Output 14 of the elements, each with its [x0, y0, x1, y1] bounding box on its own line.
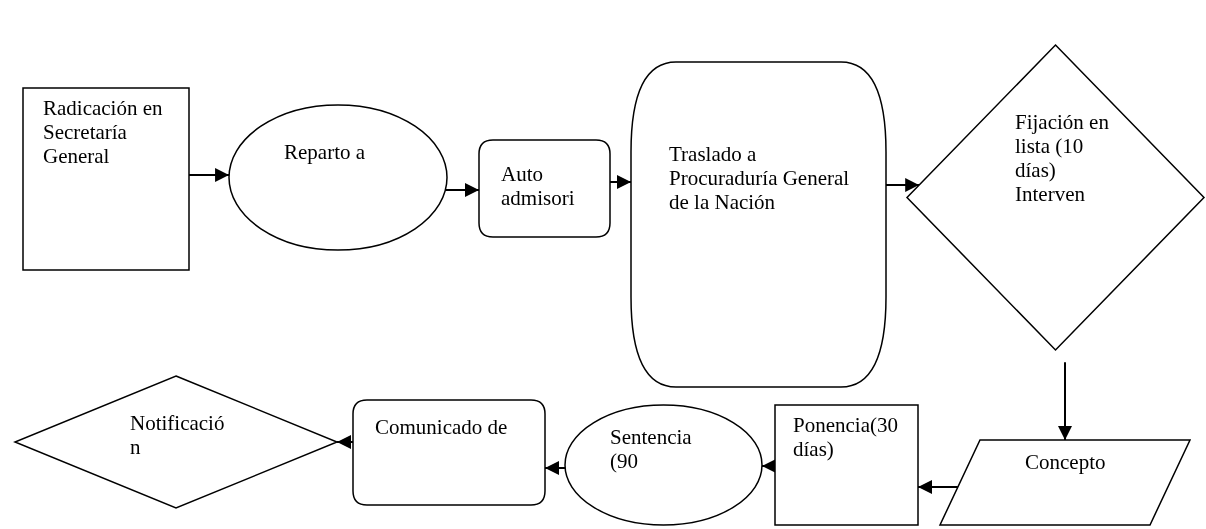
node-text: Reparto a [284, 140, 367, 165]
node-text: Auto admisori [501, 162, 576, 211]
node-text: Comunicado de [375, 415, 509, 440]
arrow [1058, 361, 1072, 441]
arrow [336, 435, 354, 449]
node-text: Sentencia (90 [610, 425, 693, 474]
node-text: Ponencia(30 días) [793, 413, 899, 462]
node-text: Radicación en Secretaría General [43, 96, 164, 169]
node-text: Notificación [130, 411, 226, 460]
arrow [444, 183, 480, 197]
node-text: Concepto [1025, 450, 1107, 475]
arrow [761, 459, 776, 473]
node-text: Fijación en lista (10 días) Interven [1015, 110, 1110, 207]
node-text: Traslado a Procuraduría General de la Nación [669, 142, 851, 215]
